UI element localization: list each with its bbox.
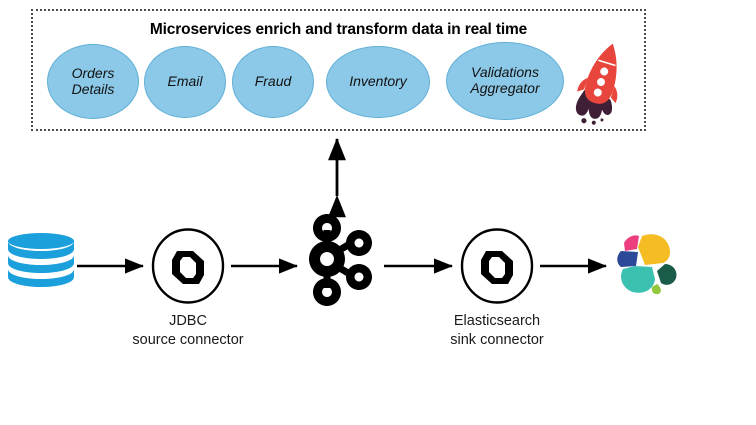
- microservice-label: Email: [167, 73, 203, 90]
- microservice-orders-details[interactable]: Orders Details: [47, 44, 139, 119]
- database-cylinder-icon: [8, 233, 74, 287]
- microservice-validations-aggregator[interactable]: Validations Aggregator: [446, 42, 564, 120]
- elasticsearch-icon: [617, 234, 677, 295]
- jdbc-source-connector-caption: JDBC source connector: [132, 313, 244, 348]
- elasticsearch-sink-connector-caption: Elasticsearch sink connector: [450, 313, 544, 348]
- microservice-label: Validations Aggregator: [470, 64, 540, 96]
- microservice-label: Orders Details: [71, 64, 115, 97]
- microservice-fraud[interactable]: Fraud: [232, 46, 314, 118]
- jdbc-source-connector-icon: [151, 228, 225, 304]
- microservice-label: Inventory: [349, 73, 407, 90]
- microservice-label: Fraud: [254, 73, 292, 90]
- apache-kafka-icon: [308, 214, 372, 306]
- microservice-inventory[interactable]: Inventory: [326, 46, 430, 118]
- microservices-title: Microservices enrich and transform data …: [149, 21, 528, 38]
- microservice-email[interactable]: Email: [144, 46, 226, 118]
- elasticsearch-sink-connector-icon: [460, 228, 534, 304]
- rocket-icon: [575, 43, 618, 125]
